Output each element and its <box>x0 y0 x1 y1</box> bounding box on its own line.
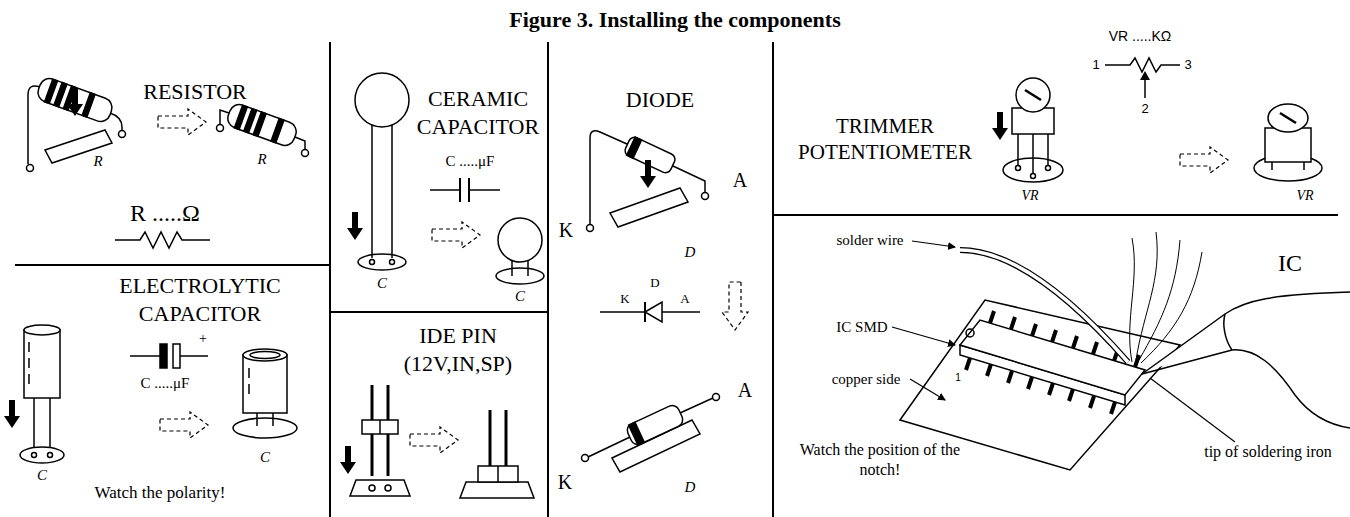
silkscreen-label: C <box>377 274 387 293</box>
pin-name: K <box>558 470 572 495</box>
value-label: C .....μF <box>141 374 190 393</box>
pin-name: A <box>733 168 747 193</box>
note: Watch the position of the notch! <box>790 440 970 480</box>
diode-mounted <box>582 394 720 473</box>
electrolytic-capacitor-symbol <box>130 344 208 368</box>
panel-heading: DIODE <box>626 86 694 114</box>
panel-heading: RESISTOR <box>143 78 247 106</box>
callout-label: solder wire <box>836 231 903 250</box>
silkscreen-label: C <box>515 287 525 306</box>
callout-label: copper side <box>832 370 901 389</box>
panel-heading: IDE PIN (12V,IN,SP) <box>383 322 533 377</box>
electrolytic-capacitor-mounted <box>233 349 297 438</box>
potentiometer-symbol <box>1105 58 1180 98</box>
ceramic-capacitor-mounted <box>496 218 544 284</box>
ide-pin-mounted <box>460 410 534 498</box>
silkscreen-label: R <box>93 152 102 171</box>
insert-arrow <box>160 412 208 438</box>
pin-number: 1 <box>955 372 961 385</box>
ic-soldering-drawing <box>892 232 1350 470</box>
note: Watch the polarity! <box>95 482 226 503</box>
insert-arrow <box>1180 147 1228 173</box>
resistor-symbol <box>115 232 210 248</box>
panel-heading: ELECTROLYTIC CAPACITOR <box>80 272 320 327</box>
ide-pin-drawing <box>340 385 410 496</box>
panel-heading: CERAMIC CAPACITOR <box>398 85 558 140</box>
pin-name: K <box>559 218 573 243</box>
silkscreen-label: VR <box>1021 187 1038 205</box>
insert-arrow <box>410 427 458 453</box>
value-label: C .....μF <box>446 152 495 171</box>
panel-dividers <box>15 42 1338 517</box>
value-label: VR .....KΩ <box>1109 28 1172 46</box>
resistor-mounted <box>217 102 309 157</box>
callout-label: IC SMD <box>836 318 887 337</box>
insert-arrow <box>432 222 480 248</box>
trimmer-drawing <box>992 78 1063 182</box>
pin-number: 1 <box>1092 57 1099 73</box>
electrolytic-capacitor-drawing <box>4 325 64 463</box>
silkscreen-label: R <box>257 150 266 169</box>
pin-name: K <box>620 291 629 307</box>
ceramic-capacitor-symbol <box>430 178 500 202</box>
ceramic-capacitor-drawing <box>347 73 409 270</box>
callout-label: tip of soldering iron <box>1198 442 1338 462</box>
silkscreen-label: C <box>37 466 47 485</box>
value-label: R .....Ω <box>130 198 200 228</box>
trimmer-mounted <box>1254 104 1322 181</box>
pin-number: 2 <box>1141 101 1148 117</box>
figure-title: Figure 3. Installing the components <box>509 6 840 34</box>
silkscreen-label: VR <box>1296 187 1313 205</box>
silkscreen-label: D <box>685 478 696 497</box>
pin-name: A <box>680 291 689 307</box>
silkscreen-label: D <box>685 243 696 262</box>
pin-number: 3 <box>1184 57 1191 73</box>
panel-heading: IC <box>1278 248 1302 278</box>
polarity-mark: + <box>199 330 207 348</box>
insert-arrow <box>722 282 748 330</box>
silkscreen-label: C <box>260 448 270 467</box>
diode-drawing <box>587 131 709 232</box>
panel-heading: TRIMMER POTENTIOMETER <box>780 113 990 166</box>
pin-name: A <box>738 378 752 403</box>
symbol-label: D <box>650 275 659 291</box>
insert-arrow <box>158 109 206 135</box>
resistor-drawing <box>27 76 126 172</box>
